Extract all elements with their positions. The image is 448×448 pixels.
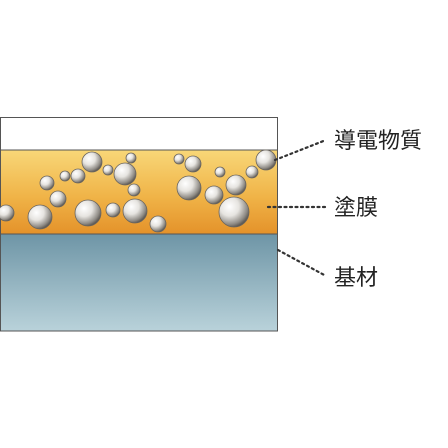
particle <box>70 168 86 184</box>
particle <box>204 185 224 205</box>
label-coating-film: 塗膜 <box>334 196 378 221</box>
particle <box>173 153 185 165</box>
particle <box>0 204 15 222</box>
particle <box>74 199 102 227</box>
particle <box>127 183 141 197</box>
conductive-particles <box>0 149 277 233</box>
particle <box>225 174 247 196</box>
label-conductive-material: 導電物質 <box>334 129 422 154</box>
particle <box>184 155 202 173</box>
leader-line-conductive-material <box>273 138 328 162</box>
particle <box>214 166 226 178</box>
particle <box>39 175 55 191</box>
top-air-area <box>0 117 278 151</box>
particle <box>27 204 53 230</box>
particle <box>49 190 67 208</box>
particle <box>59 170 71 182</box>
leader-line-substrate <box>276 248 328 278</box>
particle <box>245 165 259 179</box>
particle <box>122 198 148 224</box>
particle <box>255 149 277 171</box>
particle <box>125 152 137 164</box>
particle <box>176 175 202 201</box>
substrate-layer <box>0 233 278 332</box>
particle <box>81 151 103 173</box>
particle <box>149 215 167 233</box>
particle <box>105 202 121 218</box>
particle <box>113 162 137 186</box>
label-substrate: 基材 <box>334 266 378 291</box>
particle <box>218 196 250 228</box>
particle <box>102 164 114 176</box>
